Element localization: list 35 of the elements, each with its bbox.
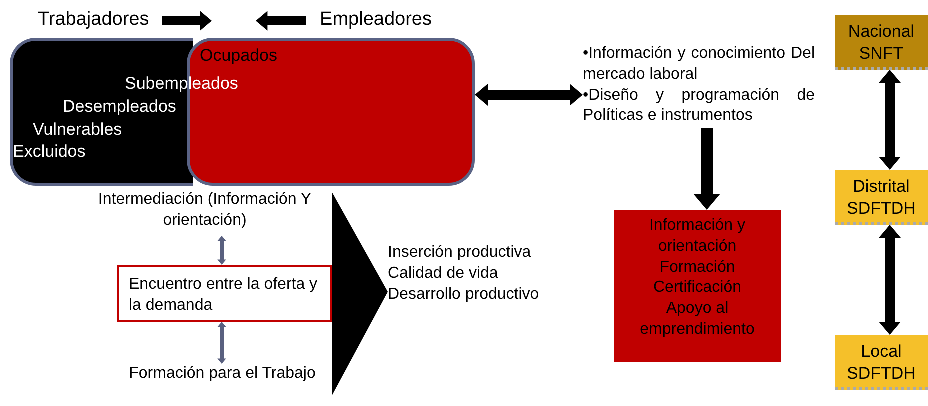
arrow — [694, 128, 720, 210]
label-text: Encuentro entre la oferta y la demanda — [129, 275, 319, 316]
label-text: Distrital SDFTDH — [846, 176, 917, 220]
double-arrow — [218, 236, 226, 265]
label-text: Inserción productiva — [388, 243, 532, 263]
double-arrow — [218, 322, 226, 364]
level-box — [835, 15, 928, 70]
label-text: Empleadores — [319, 8, 432, 32]
chevron-arrow — [332, 192, 388, 396]
arrow — [256, 11, 306, 31]
double-arrow — [475, 84, 583, 106]
process-box — [117, 265, 332, 322]
label-text: Excluidos — [13, 141, 86, 163]
level-box — [835, 170, 928, 225]
label-text: Desarrollo productivo — [388, 284, 540, 305]
label-text: Intermediación (Información Y orientación) — [97, 190, 313, 231]
label-text: Desempleados — [63, 96, 176, 118]
label-text: Certificación — [652, 278, 743, 298]
label-text: Apoyo al emprendimiento — [639, 299, 756, 340]
label-text: Información y orientación — [648, 216, 747, 257]
double-arrow — [879, 225, 901, 335]
label-text: Formación para el Trabajo — [128, 364, 317, 384]
label-text: Formación — [658, 258, 736, 278]
label-text: •Información y conocimiento Del mercado laboral — [583, 44, 815, 85]
double-arrow — [879, 70, 901, 170]
label-text: Ocupados — [200, 45, 278, 67]
label-text: Nacional SNFT — [847, 21, 916, 66]
arrow — [162, 11, 212, 31]
label-text: •Diseño y programación de Políticas e instrumentos — [583, 86, 815, 126]
level-box — [835, 335, 928, 390]
label-text: Local SDFTDH — [846, 341, 917, 386]
label-text: Trabajadores — [38, 8, 150, 32]
label-text: Calidad de vida — [388, 264, 500, 284]
label-text: Vulnerables — [33, 119, 122, 141]
process-box — [614, 210, 781, 362]
